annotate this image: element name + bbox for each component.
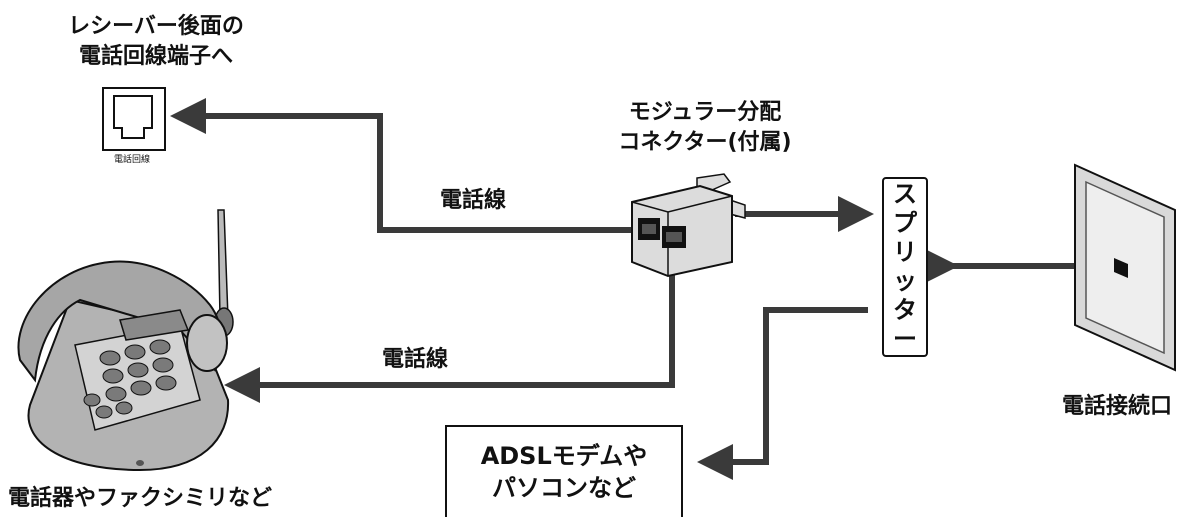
telephone-device-icon — [17, 209, 234, 472]
splitter-char-2: プ — [893, 209, 917, 237]
modular-label-line1: モジュラー分配 — [628, 100, 782, 125]
phone-wire-label-top: 電話線 — [440, 188, 507, 213]
wall-outlet-label: 電話接続口 — [1062, 394, 1173, 419]
splitter-char-1: ス — [893, 180, 917, 208]
adsl-label-line2: パソコンなど — [492, 474, 636, 502]
receiver-jack-icon — [102, 87, 166, 151]
splitter-char-6: ー — [893, 325, 917, 353]
wire-to-phone — [224, 250, 675, 403]
wall-outlet-icon — [1074, 163, 1176, 372]
wire-to-receiver — [170, 98, 642, 233]
jack-small-label: 電話回線 — [114, 155, 151, 165]
wire-splitter-to-adsl — [697, 307, 868, 480]
receiver-label-line2: 電話回線端子へ — [78, 44, 233, 69]
adsl-device-box: ADSLモデムや パソコンなど — [445, 425, 683, 517]
modular-connector-icon — [631, 173, 746, 278]
splitter-label: ス プ リ ッ タ ー — [883, 178, 927, 356]
phone-device-label: 電話器やファクシミリなど — [8, 486, 273, 511]
splitter-char-3: リ — [893, 238, 917, 266]
modular-label-line2: コネクター(付属) — [618, 130, 792, 155]
splitter-char-4: ッ — [893, 267, 917, 295]
phone-wire-label-bottom: 電話線 — [382, 347, 449, 372]
adsl-label-line1: ADSLモデムや — [480, 442, 648, 470]
splitter-char-5: タ — [893, 296, 917, 324]
splitter-box — [882, 177, 928, 357]
receiver-label-line1: レシーバー後面の — [68, 14, 244, 39]
